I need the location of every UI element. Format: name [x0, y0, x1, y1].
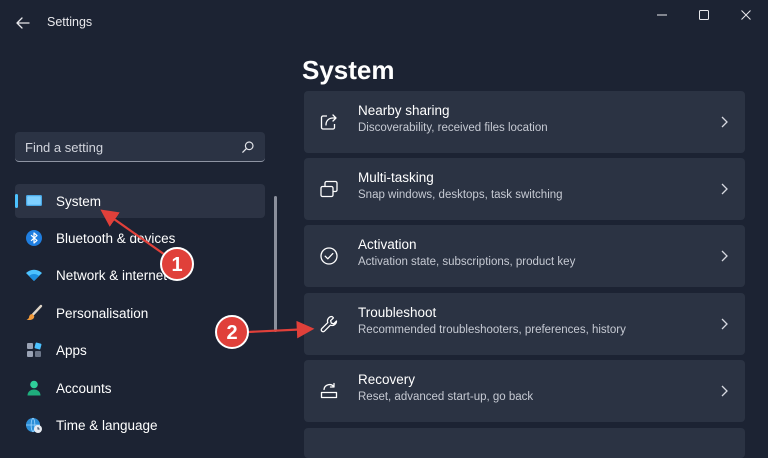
chevron-right-icon	[721, 116, 728, 128]
sidebar-item-bluetooth[interactable]: Bluetooth & devices	[15, 221, 265, 255]
sidebar-item-personalisation[interactable]: Personalisation	[15, 296, 265, 330]
card-description: Discoverability, received files location	[358, 122, 548, 134]
card-description: Recommended troubleshooters, preferences…	[358, 324, 626, 336]
monitor-icon	[26, 195, 42, 206]
sidebar-item-label: Bluetooth & devices	[56, 231, 176, 246]
sidebar-item-label: Time & language	[56, 418, 158, 433]
back-arrow-icon	[16, 17, 30, 29]
sidebar-item-time-language[interactable]: Time & language	[15, 408, 265, 442]
card-description: Activation state, subscriptions, product…	[358, 256, 576, 268]
card-description: Snap windows, desktops, task switching	[358, 189, 563, 201]
globe-clock-icon	[26, 417, 42, 433]
sidebar-item-label: Network & internet	[56, 268, 168, 283]
sidebar-item-label: Accounts	[56, 381, 112, 396]
card-title: Troubleshoot	[358, 305, 437, 320]
sidebar-scrollbar[interactable]	[274, 196, 277, 332]
card-description: Reset, advanced start-up, go back	[358, 391, 534, 403]
recovery-icon	[320, 382, 338, 399]
search-placeholder: Find a setting	[25, 140, 104, 155]
sidebar-item-label: Apps	[56, 343, 87, 358]
card-title: Multi-tasking	[358, 170, 434, 185]
chevron-right-icon	[721, 318, 728, 330]
minimize-icon	[657, 14, 667, 16]
settings-card-nearby-sharing[interactable]: Nearby sharing Discoverability, received…	[304, 91, 745, 153]
page-title: System	[302, 55, 395, 85]
settings-card-recovery[interactable]: Recovery Reset, advanced start-up, go ba…	[304, 360, 745, 422]
bluetooth-icon	[26, 230, 42, 246]
sidebar-item-apps[interactable]: Apps	[15, 333, 265, 367]
person-icon	[27, 380, 41, 396]
minimize-button[interactable]	[650, 6, 674, 24]
sidebar-item-accounts[interactable]: Accounts	[15, 371, 265, 405]
sidebar-item-label: System	[56, 194, 102, 209]
title-bar: Settings	[0, 0, 768, 46]
share-icon	[320, 114, 337, 130]
brush-icon	[26, 304, 43, 321]
back-button[interactable]	[12, 12, 34, 34]
chevron-right-icon	[721, 183, 728, 195]
multitask-icon	[320, 180, 338, 198]
chevron-right-icon	[721, 385, 728, 397]
settings-card-multi-tasking[interactable]: Multi-tasking Snap windows, desktops, ta…	[304, 158, 745, 220]
card-title: Nearby sharing	[358, 103, 450, 118]
search-icon	[242, 141, 254, 153]
sidebar-item-label: Personalisation	[56, 306, 149, 321]
app-title: Settings	[47, 15, 93, 29]
card-title: Recovery	[358, 372, 416, 387]
close-button[interactable]	[734, 6, 758, 24]
check-circle-icon	[320, 247, 338, 265]
card-title: Activation	[358, 237, 417, 252]
chevron-right-icon	[721, 250, 728, 262]
active-indicator	[15, 194, 18, 208]
search-input[interactable]: Find a setting	[15, 132, 265, 162]
settings-card-activation[interactable]: Activation Activation state, subscriptio…	[304, 225, 745, 287]
sidebar-item-network[interactable]: Network & internet	[15, 258, 265, 292]
maximize-icon	[699, 10, 709, 20]
settings-card-partial[interactable]	[304, 428, 745, 458]
maximize-button[interactable]	[692, 6, 716, 24]
wifi-icon	[26, 269, 42, 281]
close-icon	[741, 10, 751, 20]
settings-card-troubleshoot[interactable]: Troubleshoot Recommended troubleshooters…	[304, 293, 745, 355]
wrench-icon	[320, 315, 338, 333]
apps-icon	[27, 342, 42, 357]
sidebar-item-system[interactable]: System	[15, 184, 265, 218]
